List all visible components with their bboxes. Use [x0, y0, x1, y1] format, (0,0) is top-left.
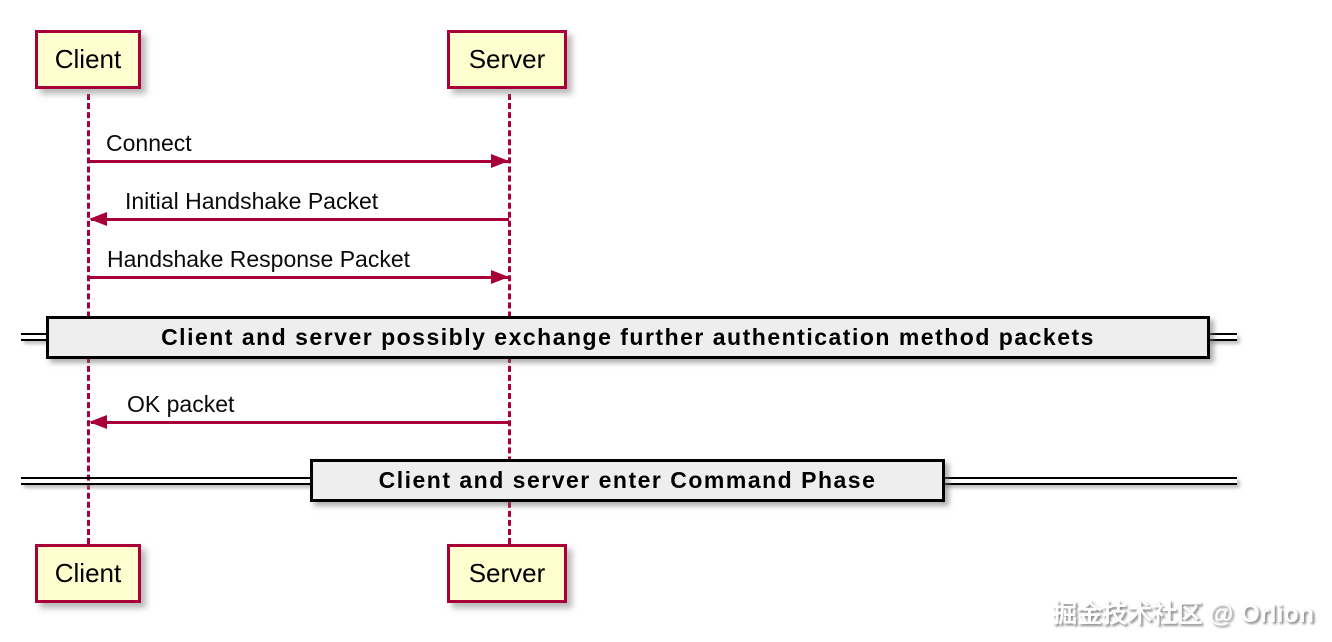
- message-label-initial-handshake: Initial Handshake Packet: [125, 188, 379, 214]
- divider-command-phase: Client and server enter Command Phase: [310, 459, 945, 502]
- message-line-ok-packet: [91, 421, 509, 424]
- arrowhead-right-icon: [491, 270, 509, 284]
- message-line-connect: [89, 160, 508, 163]
- message-label-ok-packet: OK packet: [127, 391, 235, 417]
- message-label-connect: Connect: [106, 130, 192, 156]
- message-line-handshake-response: [89, 276, 508, 279]
- watermark: 掘金技术社区 @ Orlion: [1052, 600, 1314, 628]
- message-label-handshake-response: Handshake Response Packet: [107, 246, 411, 272]
- arrowhead-left-icon: [89, 415, 107, 429]
- arrowhead-left-icon: [89, 212, 107, 226]
- actor-box-server-bottom: Server: [447, 544, 567, 603]
- arrowhead-right-icon: [491, 154, 509, 168]
- actor-box-client-top: Client: [35, 30, 141, 89]
- message-line-initial-handshake: [91, 218, 509, 221]
- actor-box-client-bottom: Client: [35, 544, 141, 603]
- actor-box-server-top: Server: [447, 30, 567, 89]
- divider-auth-packets: Client and server possibly exchange furt…: [46, 316, 1210, 359]
